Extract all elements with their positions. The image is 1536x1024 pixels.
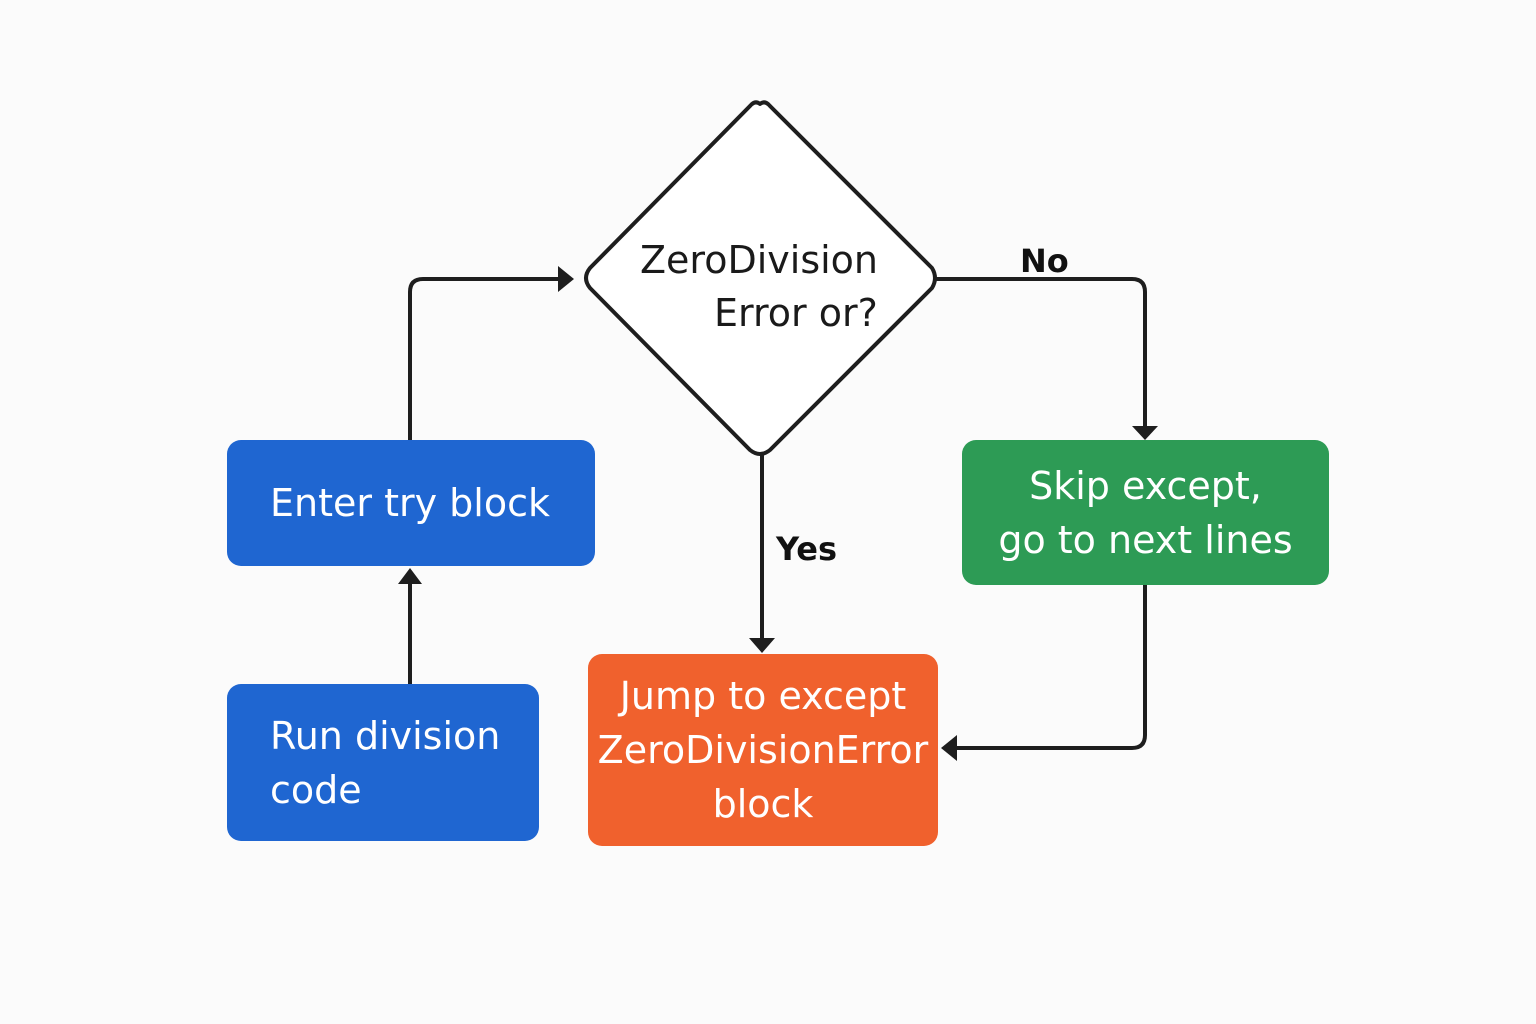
arrowhead-skip-to-jump — [941, 735, 957, 761]
arrow-enter-to-decision — [408, 277, 560, 440]
edge-label-no: No — [1020, 242, 1069, 280]
arrowhead-decision-no — [1132, 426, 1158, 440]
decision-label-line2: Error or? — [714, 291, 878, 335]
node-label: block — [712, 782, 814, 826]
node-label: Skip except, — [1029, 463, 1262, 508]
edge-label-yes: Yes — [776, 530, 837, 568]
node-label: go to next lines — [998, 517, 1293, 562]
run-division-code-node: Run division code — [227, 684, 539, 841]
arrowhead-enter-to-decision — [558, 266, 574, 292]
arrowhead-run-to-enter — [398, 568, 422, 584]
node-label: Enter try block — [270, 481, 550, 525]
decision-diamond — [584, 100, 937, 456]
node-label: Run division — [270, 713, 501, 758]
arrow-decision-no — [936, 277, 1147, 426]
skip-except-node: Skip except, go to next lines — [962, 440, 1329, 585]
node-label: ZeroDivisionError — [597, 728, 929, 772]
arrow-skip-to-jump — [956, 585, 1147, 750]
arrowhead-decision-yes — [749, 638, 775, 653]
jump-to-except-node: Jump to except ZeroDivisionError block — [588, 654, 938, 846]
node-label: code — [270, 767, 362, 812]
decision-label-line1: ZeroDivision — [640, 238, 879, 282]
enter-try-block-node: Enter try block — [227, 440, 595, 566]
node-label: Jump to except — [619, 674, 907, 718]
